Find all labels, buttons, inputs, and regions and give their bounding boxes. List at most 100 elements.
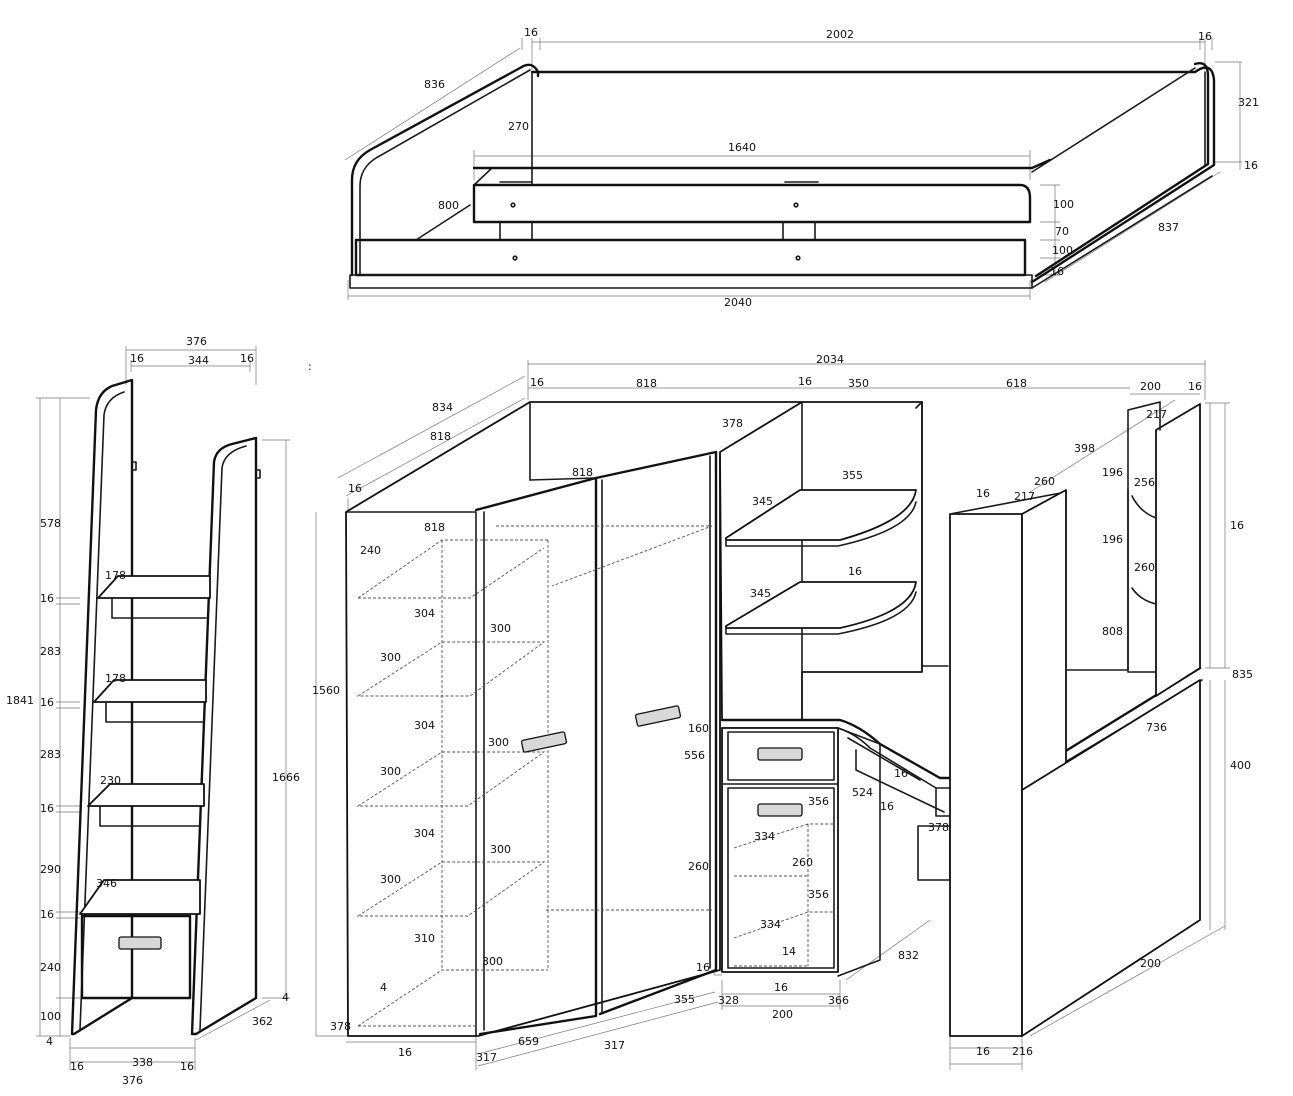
desk-dim-label: 300 xyxy=(488,736,509,749)
desk-dim-label: 659 xyxy=(518,1035,539,1048)
desk-dim-label: 334 xyxy=(754,830,775,843)
stairs-dim-label: 1841 xyxy=(6,694,34,707)
desk-dim-label: 304 xyxy=(414,607,435,620)
desk-dim-label: 317 xyxy=(604,1039,625,1052)
stairs-dim-label: 283 xyxy=(40,645,61,658)
bed-dim-label: 321 xyxy=(1238,96,1259,109)
desk-dim-label: 200 xyxy=(1140,380,1161,393)
desk-dim-label: 200 xyxy=(772,1008,793,1021)
desk-dim-label: 256 xyxy=(1134,476,1155,489)
stairs-dim-label: 16 xyxy=(40,908,54,921)
desk-dim-label: 16 xyxy=(1230,519,1244,532)
desk-dim-label: 16 xyxy=(976,487,990,500)
desk-dim-label: 196 xyxy=(1102,533,1123,546)
desk-dimension-labels: 2034 16 818 16 350 618 200 16 834 818 37… xyxy=(312,353,1253,1064)
desk-dim-label: 618 xyxy=(1006,377,1027,390)
stairs-dim-label: 16 xyxy=(70,1060,84,1073)
desk-dim-label: 16 xyxy=(976,1045,990,1058)
desk-dim-label: 832 xyxy=(898,949,919,962)
stairs-dim-label: 240 xyxy=(40,961,61,974)
desk-dim-label: 818 xyxy=(430,430,451,443)
desk-dim-label: 378 xyxy=(330,1020,351,1033)
desk-dim-label: 300 xyxy=(380,873,401,886)
stairs-dim-label: 376 xyxy=(122,1074,143,1087)
wardrobe-left-handle-icon xyxy=(520,731,568,753)
bed-dim-label: 16 xyxy=(1050,265,1064,278)
stairs-dim-label: 178 xyxy=(105,569,126,582)
desk-dim-label: 818 xyxy=(636,377,657,390)
desk-dim-label: 345 xyxy=(752,495,773,508)
desk-dim-label: 834 xyxy=(432,401,453,414)
desk-dim-label: 350 xyxy=(848,377,869,390)
desk-dim-label: 356 xyxy=(808,888,829,901)
desk-drawer-top-handle-icon xyxy=(757,747,803,761)
stairs-dim-label: 16 xyxy=(40,802,54,815)
wardrobe-right-handle-icon xyxy=(634,705,682,727)
stairs-dim-label: 1666 xyxy=(272,771,300,784)
stairs-dim-label: 376 xyxy=(186,335,207,348)
desk-dim-label: 16 xyxy=(1188,380,1202,393)
desk-dim-label: 300 xyxy=(380,765,401,778)
bed-dim-label: 100 xyxy=(1053,198,1074,211)
bed-dim-label: 16 xyxy=(524,26,538,39)
stairs-dim-label: 4 xyxy=(282,991,289,1004)
stairs-dim-label: 344 xyxy=(188,354,209,367)
stairs-dim-label: 16 xyxy=(130,352,144,365)
desk-dim-label: 300 xyxy=(482,955,503,968)
desk-dim-label: 556 xyxy=(684,749,705,762)
desk-dim-label: 1560 xyxy=(312,684,340,697)
desk-dim-label: 260 xyxy=(792,856,813,869)
desk-dim-label: 300 xyxy=(490,843,511,856)
desk-dim-label: 398 xyxy=(1074,442,1095,455)
desk-dim-label: 400 xyxy=(1230,759,1251,772)
desk-dim-label: 4 xyxy=(380,981,387,994)
bed-dim-label: 836 xyxy=(424,78,445,91)
desk-dim-label: 300 xyxy=(380,651,401,664)
desk-dim-label: 736 xyxy=(1146,721,1167,734)
bed-dim-label: 2040 xyxy=(724,296,752,309)
desk-unit-drawing xyxy=(315,360,1230,1070)
desk-dim-label: 240 xyxy=(360,544,381,557)
bed-dim-label: 100 xyxy=(1052,244,1073,257)
desk-dim-label: 355 xyxy=(842,469,863,482)
stairs-dim-label: 16 xyxy=(240,352,254,365)
bed-dim-label: 837 xyxy=(1158,221,1179,234)
desk-dim-label: 366 xyxy=(828,994,849,1007)
desk-drawer-bottom-handle-icon xyxy=(757,803,803,817)
desk-dim-label: 2034 xyxy=(816,353,844,366)
desk-dim-label: 310 xyxy=(414,932,435,945)
desk-dim-label: 16 xyxy=(894,767,908,780)
desk-dim-label: 16 xyxy=(848,565,862,578)
bed-dim-label: 16 xyxy=(1244,159,1258,172)
desk-dim-label: 16 xyxy=(774,981,788,994)
stairs-dim-label: 16 xyxy=(40,696,54,709)
bed-drawing xyxy=(344,38,1242,300)
desk-dim-label: 378 xyxy=(928,821,949,834)
desk-dim-label: 334 xyxy=(760,918,781,931)
desk-dim-label: 260 xyxy=(688,860,709,873)
desk-dim-label: 355 xyxy=(674,993,695,1006)
desk-dim-label: 16 xyxy=(530,376,544,389)
desk-dim-label: 524 xyxy=(852,786,873,799)
desk-dim-label: 217 xyxy=(1014,490,1035,503)
desk-dim-label: 16 xyxy=(798,375,812,388)
desk-dim-label: 16 xyxy=(696,961,710,974)
stairs-dim-label: 362 xyxy=(252,1015,273,1028)
stairs-dim-label: 4 xyxy=(46,1035,53,1048)
stairs-dim-label: 338 xyxy=(132,1056,153,1069)
stairs-dim-label: 283 xyxy=(40,748,61,761)
bed-dim-label: 16 xyxy=(1198,30,1212,43)
desk-dim-label: 356 xyxy=(808,795,829,808)
desk-dim-label: 378 xyxy=(722,417,743,430)
stairs-dim-label: 178 xyxy=(105,672,126,685)
desk-dim-label: 304 xyxy=(414,719,435,732)
desk-dim-label: 304 xyxy=(414,827,435,840)
stairs-dim-label: 578 xyxy=(40,517,61,530)
stairs-drawing xyxy=(36,346,290,1070)
stairs-dim-label: 100 xyxy=(40,1010,61,1023)
bed-dim-label: 2002 xyxy=(826,28,854,41)
desk-dim-label: 217 xyxy=(1146,408,1167,421)
bed-dim-label: 800 xyxy=(438,199,459,212)
stairs-dim-label: 290 xyxy=(40,863,61,876)
